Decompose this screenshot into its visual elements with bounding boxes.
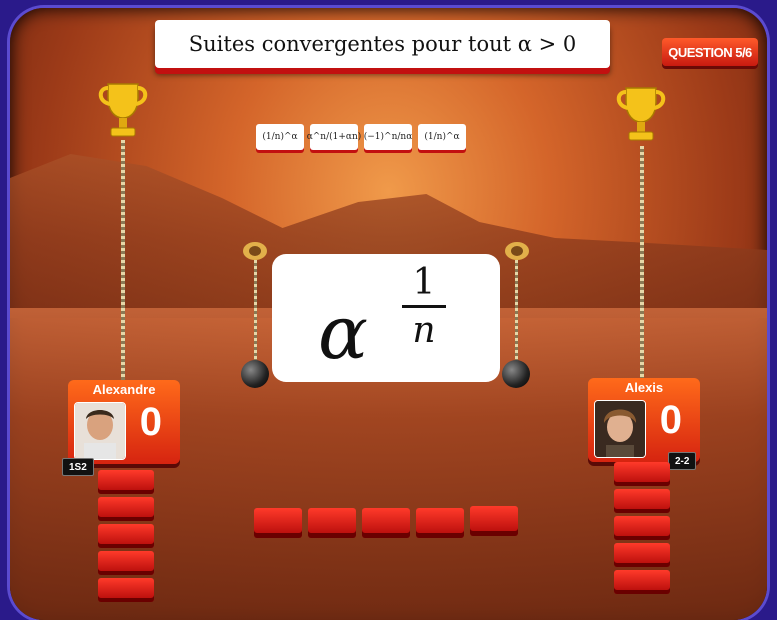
player-name: Alexis (624, 380, 664, 395)
exponent-denominator: n (412, 310, 436, 351)
option-2[interactable]: α^n/(1+αn) (307, 124, 361, 150)
expression-base: α (318, 290, 368, 376)
current-expression-card: α 1 n (272, 254, 500, 382)
stack-block (98, 524, 154, 548)
bottom-block (416, 508, 464, 538)
stack-block (614, 543, 670, 567)
stack-block (98, 470, 154, 494)
option-1[interactable]: (1/n)^α (256, 124, 304, 150)
bottom-block (470, 506, 518, 536)
rope (640, 146, 644, 382)
fuse-rope (254, 260, 257, 364)
stack-block (614, 516, 670, 540)
player-score: 0 (139, 400, 162, 444)
stack-block (614, 462, 670, 486)
rope (121, 140, 125, 385)
trophy-icon (616, 87, 666, 141)
fire-icon (243, 242, 267, 260)
stack-block (614, 489, 670, 513)
stack-block (614, 570, 670, 594)
player-score: 0 (659, 398, 682, 442)
bottom-block (308, 508, 356, 538)
option-4[interactable]: (1/n)^α (418, 124, 466, 150)
expression-exponent: 1 n (402, 262, 446, 351)
avatar (594, 400, 646, 458)
stack-block (98, 497, 154, 521)
stack-block (98, 578, 154, 602)
bomb-icon (241, 360, 269, 388)
fuse-rope (515, 260, 518, 364)
right-score-stack (614, 462, 670, 597)
option-3[interactable]: (−1)^n/nα (364, 124, 412, 150)
player-class-tag: 2-2 (668, 452, 697, 470)
player-name: Alexandre (92, 382, 156, 397)
avatar (74, 402, 126, 460)
player-class-tag: 1S2 (62, 458, 94, 476)
answer-options: (1/n)^α α^n/(1+αn) (−1)^n/nα (1/n)^α (256, 124, 466, 150)
stack-block (98, 551, 154, 575)
trophy-icon (98, 83, 148, 137)
bottom-block (254, 508, 302, 538)
question-counter-badge: QUESTION 5/6 (662, 38, 758, 66)
player-card-alexis: Alexis 0 (588, 378, 700, 462)
question-title: Suites convergentes pour tout α > 0 (155, 20, 610, 68)
bottom-block (362, 508, 410, 538)
exponent-numerator: 1 (412, 262, 436, 303)
fire-icon (505, 242, 529, 260)
bomb-icon (502, 360, 530, 388)
player-card-alexandre: Alexandre 0 (68, 380, 180, 464)
left-score-stack (98, 470, 154, 605)
fraction-bar (402, 305, 446, 308)
